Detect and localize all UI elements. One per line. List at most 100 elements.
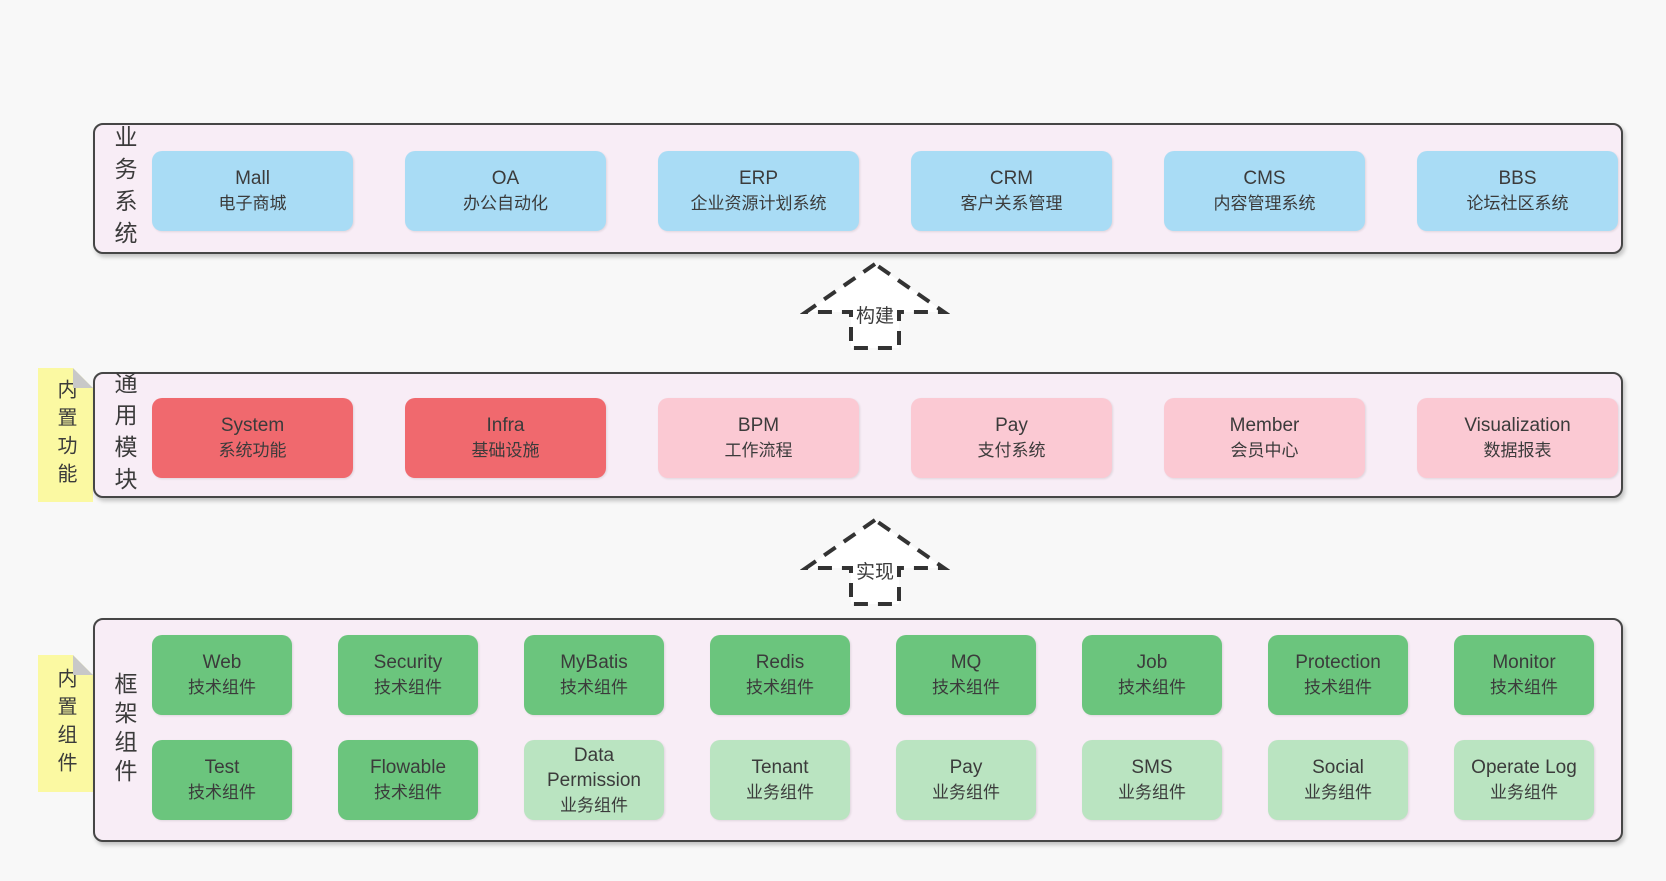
- box-subtitle: 业务组件: [746, 783, 814, 802]
- box-data-permission: Data Permission 业务组件: [524, 740, 664, 820]
- box-subtitle: 技术组件: [746, 678, 814, 697]
- sticky-note-builtin-features: 内置功能: [38, 368, 93, 502]
- box-erp: ERP 企业资源计划系统: [658, 151, 859, 231]
- box-title: Flowable: [369, 757, 447, 778]
- box-subtitle: 业务组件: [1304, 783, 1372, 802]
- box-subtitle: 业务组件: [1118, 783, 1186, 802]
- box-title: Data Permission: [547, 744, 641, 791]
- box-title: ERP: [738, 168, 779, 189]
- box-title: Job: [1136, 652, 1168, 673]
- box-title: CRM: [989, 168, 1034, 189]
- box-subtitle: 技术组件: [932, 678, 1000, 697]
- box-subtitle: 基础设施: [471, 441, 540, 460]
- box-social: Social 业务组件: [1268, 740, 1408, 820]
- box-title: Monitor: [1492, 652, 1556, 673]
- box-crm: CRM 客户关系管理: [911, 151, 1112, 231]
- box-test: Test 技术组件: [152, 740, 292, 820]
- box-protection: Protection 技术组件: [1268, 635, 1408, 715]
- box-oa: OA 办公自动化: [405, 151, 606, 231]
- box-subtitle: 客户关系管理: [960, 194, 1063, 213]
- panel-side-label: 框架组件: [111, 672, 137, 788]
- panel-box-rows: Mall 电子商城 OA 办公自动化 ERP 企业资源计划系统 CRM 客户关系管理 CMS 内容…: [152, 125, 1621, 231]
- box-member: Member 会员中心: [1164, 398, 1365, 478]
- box-title: Redis: [755, 652, 805, 673]
- box-subtitle: 业务组件: [932, 783, 1000, 802]
- box-subtitle: 支付系统: [977, 441, 1046, 460]
- sticky-note-builtin-components: 内置组件: [38, 655, 93, 792]
- box-title: BBS: [1498, 168, 1537, 189]
- box-subtitle: 业务组件: [1490, 783, 1558, 802]
- box-sms: SMS 业务组件: [1082, 740, 1222, 820]
- sticky-note-label: 内置组件: [54, 667, 76, 780]
- panel-side-label: 业务系统: [111, 124, 137, 253]
- box-pay: Pay 支付系统: [911, 398, 1112, 478]
- box-tenant: Tenant 业务组件: [710, 740, 850, 820]
- box-subtitle: 技术组件: [1118, 678, 1186, 697]
- box-mybatis: MyBatis 技术组件: [524, 635, 664, 715]
- box-subtitle: 技术组件: [1304, 678, 1372, 697]
- box-mq: MQ 技术组件: [896, 635, 1036, 715]
- box-infra: Infra 基础设施: [405, 398, 606, 478]
- box-title: System: [220, 415, 285, 436]
- box-title: Member: [1229, 415, 1300, 436]
- box-title: Mall: [235, 168, 270, 189]
- box-bbs: BBS 论坛社区系统: [1417, 151, 1618, 231]
- box-cms: CMS 内容管理系统: [1164, 151, 1365, 231]
- box-subtitle: 工作流程: [724, 441, 793, 460]
- box-title: Tenant: [751, 757, 809, 778]
- box-title: Operate Log: [1471, 757, 1577, 778]
- box-title: Pay: [949, 757, 983, 778]
- box-title: MQ: [950, 652, 982, 673]
- box-subtitle: 业务组件: [560, 795, 628, 815]
- box-subtitle: 论坛社区系统: [1466, 194, 1569, 213]
- box-title: Protection: [1295, 652, 1381, 673]
- folded-corner-icon: [73, 655, 93, 675]
- box-subtitle: 企业资源计划系统: [690, 194, 827, 213]
- box-subtitle: 内容管理系统: [1213, 194, 1316, 213]
- box-subtitle: 电子商城: [218, 194, 287, 213]
- box-mall: Mall 电子商城: [152, 151, 353, 231]
- box-flowable: Flowable 技术组件: [338, 740, 478, 820]
- box-row: Mall 电子商城 OA 办公自动化 ERP 企业资源计划系统 CRM 客户关系管理 CMS 内容…: [152, 151, 1621, 231]
- box-title: Social: [1312, 757, 1364, 778]
- box-redis: Redis 技术组件: [710, 635, 850, 715]
- sticky-note-label: 内置功能: [54, 379, 76, 491]
- box-title: OA: [491, 168, 520, 189]
- box-title: Pay: [995, 415, 1028, 436]
- box-title: Web: [202, 652, 242, 673]
- box-subtitle: 数据报表: [1483, 441, 1552, 460]
- arrow-label: 构建: [854, 306, 896, 327]
- box-title: CMS: [1243, 168, 1286, 189]
- panel-side-label: 通用模块: [111, 371, 137, 499]
- box-subtitle: 办公自动化: [463, 194, 548, 213]
- box-subtitle: 技术组件: [560, 678, 628, 697]
- box-title: Visualization: [1464, 415, 1571, 436]
- box-title: Infra: [486, 415, 525, 436]
- folded-corner-icon: [73, 368, 93, 388]
- box-subtitle: 技术组件: [188, 783, 256, 802]
- box-visualization: Visualization 数据报表: [1417, 398, 1618, 478]
- box-subtitle: 技术组件: [374, 783, 442, 802]
- box-title: MyBatis: [560, 652, 628, 673]
- box-job: Job 技术组件: [1082, 635, 1222, 715]
- box-title: Test: [204, 757, 240, 778]
- box-subtitle: 技术组件: [374, 678, 442, 697]
- box-title: SMS: [1131, 757, 1173, 778]
- box-subtitle: 会员中心: [1230, 441, 1299, 460]
- implement-arrow: 实现: [800, 516, 950, 608]
- arrow-label: 实现: [854, 562, 896, 583]
- box-pay: Pay 业务组件: [896, 740, 1036, 820]
- box-title: BPM: [737, 415, 780, 436]
